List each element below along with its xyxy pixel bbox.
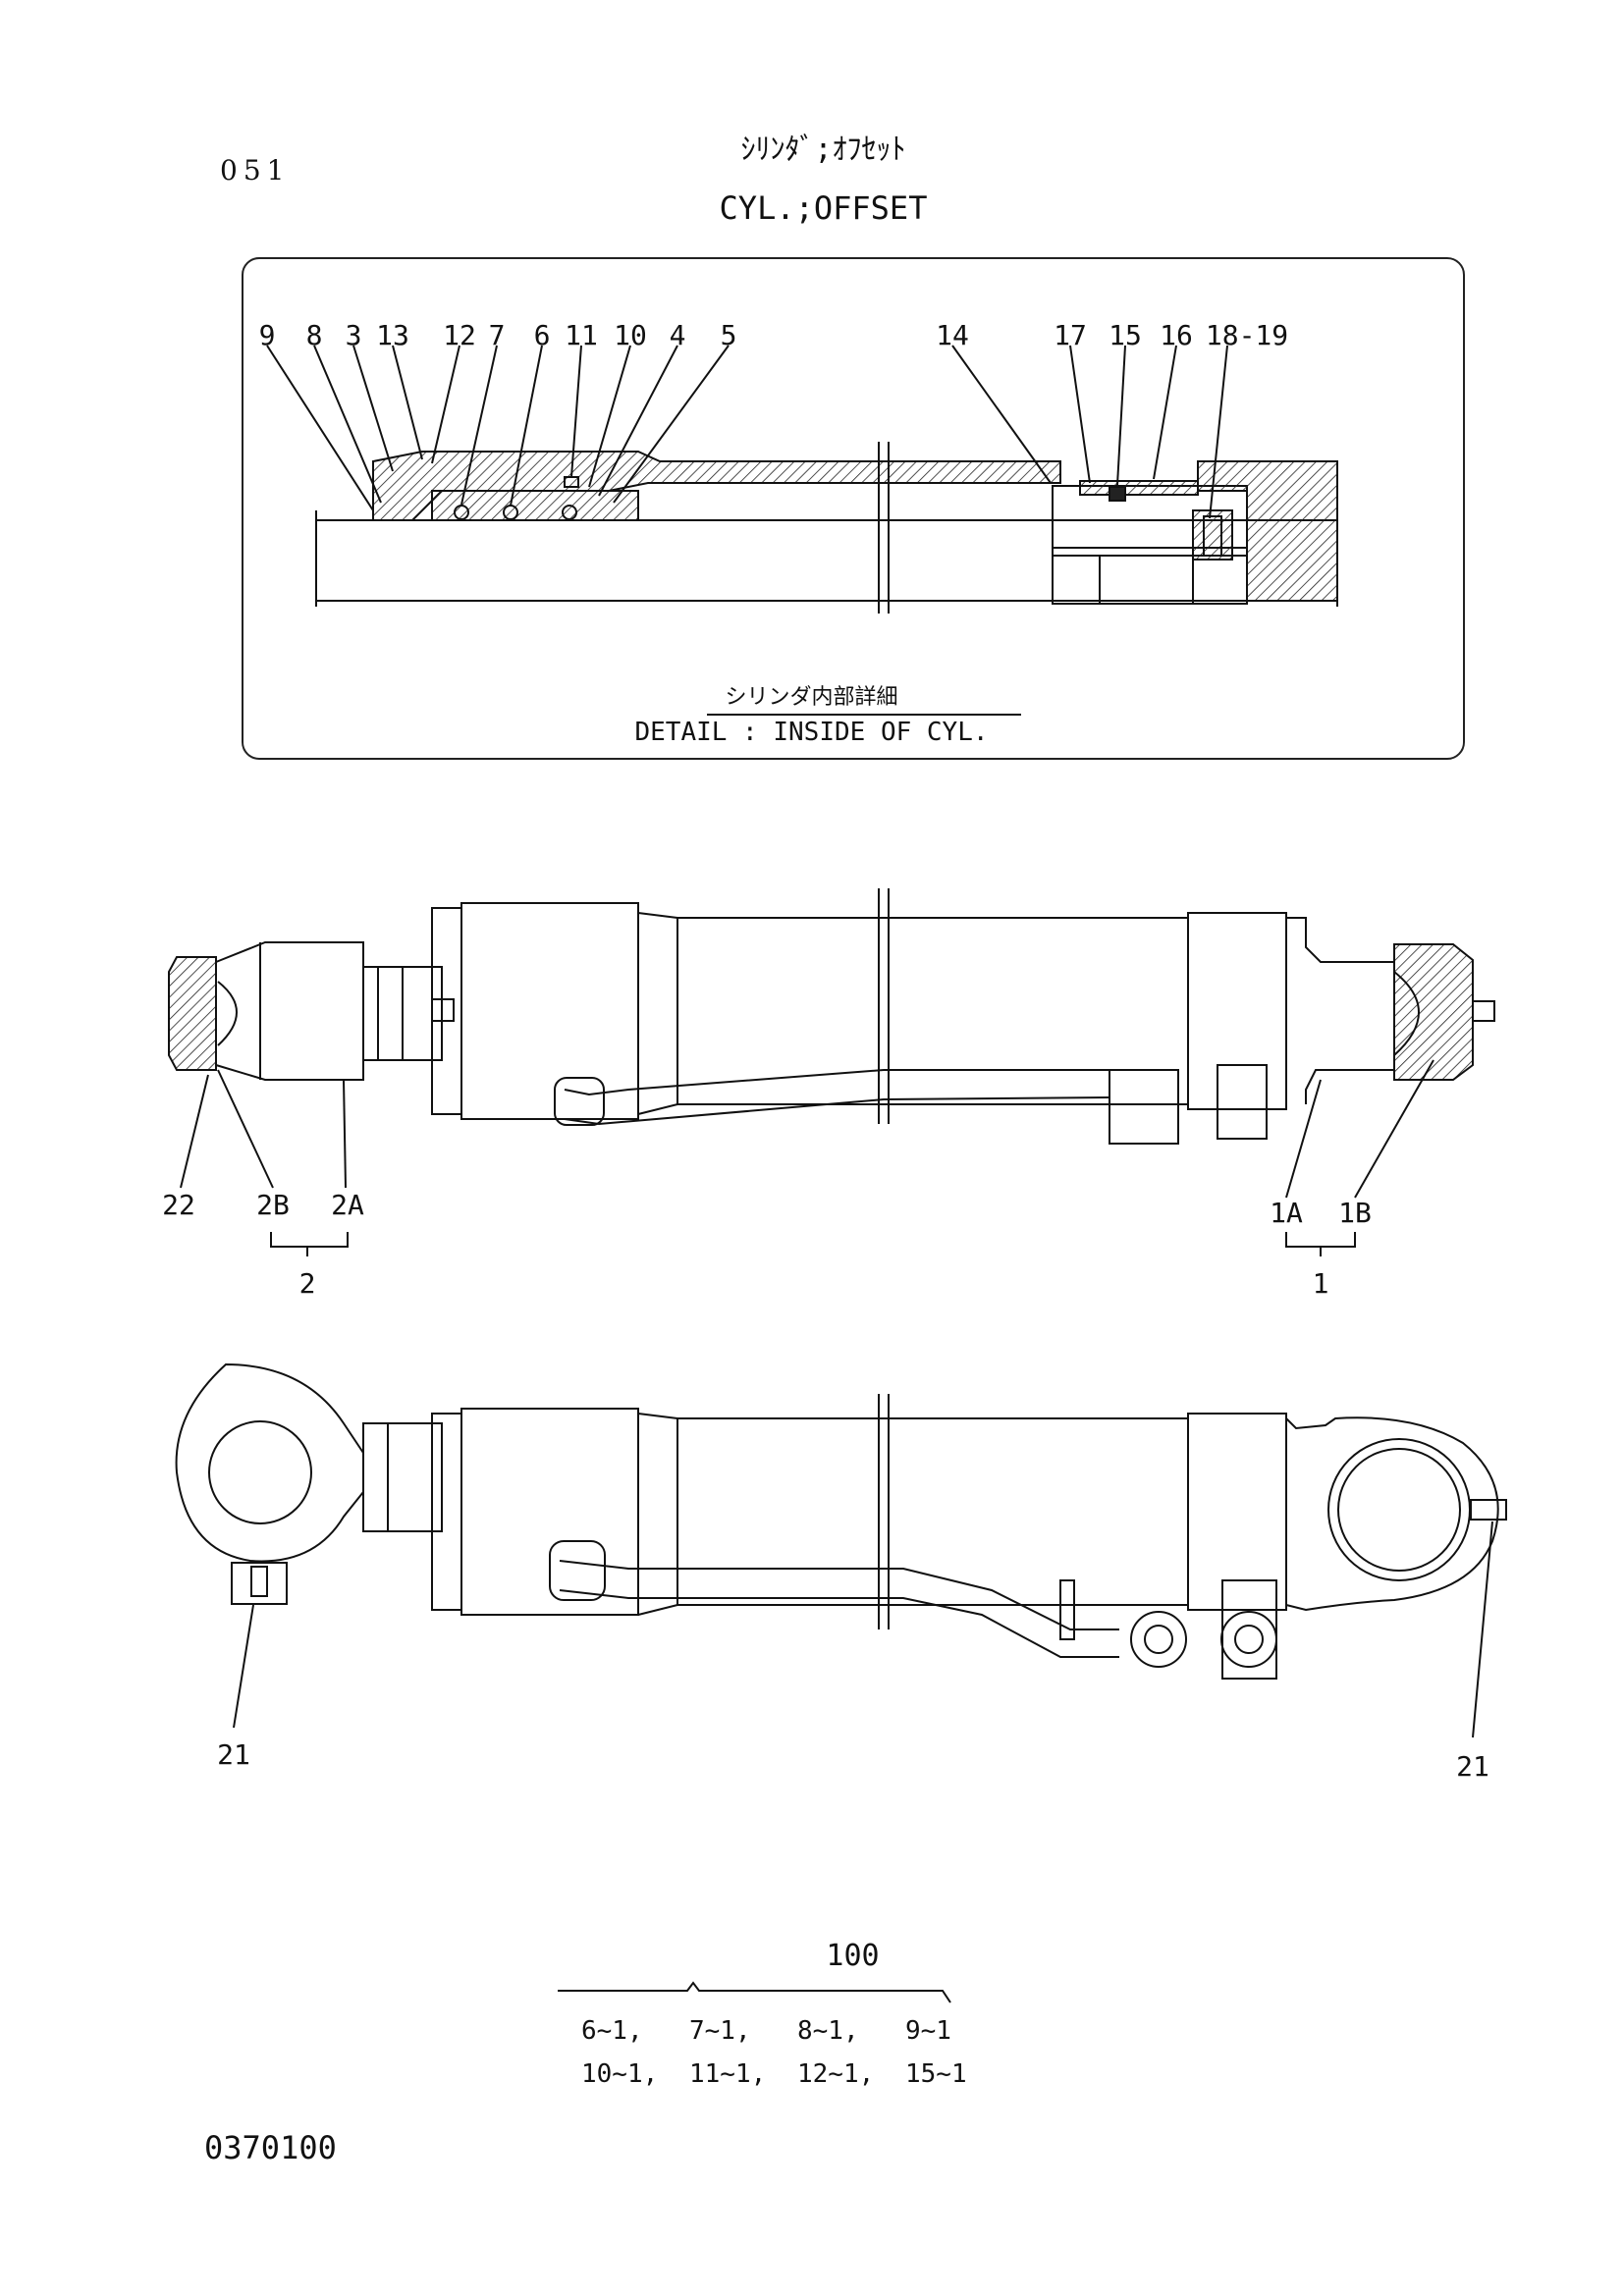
callout-1a: 1A	[1270, 1197, 1303, 1229]
detail-frame	[242, 257, 1465, 760]
seal-kit-row-2: 10~1, 11~1, 12~1, 15~1	[581, 2061, 1013, 2087]
kit-item: 6~1,	[581, 2016, 643, 2046]
callout-1: 1	[1312, 1267, 1329, 1300]
callout-4: 4	[669, 319, 686, 351]
detail-caption-english: DETAIL : INSIDE OF CYL.	[634, 718, 989, 747]
seal-kit-row-1: 6~1, 7~1, 8~1, 9~1	[581, 2018, 1013, 2044]
kit-item: 11~1,	[689, 2059, 767, 2089]
title-english: CYL.;OFFSET	[719, 189, 928, 227]
callout-14: 14	[936, 319, 969, 351]
callout-13: 13	[376, 319, 409, 351]
page-number: 051	[220, 154, 291, 187]
cylinder-top-view	[175, 1362, 1507, 1738]
callout-5: 5	[720, 319, 737, 351]
kit-item: 12~1,	[797, 2059, 875, 2089]
callout-2a: 2A	[331, 1189, 364, 1221]
callout-17: 17	[1054, 319, 1087, 351]
kit-item: 7~1,	[689, 2016, 751, 2046]
kit-item: 9~1	[905, 2016, 951, 2046]
drawing-code: 0370100	[204, 2129, 337, 2166]
callout-10: 10	[614, 319, 647, 351]
callout-16: 16	[1160, 319, 1193, 351]
callout-22: 22	[162, 1189, 195, 1221]
callout-2b: 2B	[256, 1189, 290, 1221]
callout-21-left: 21	[217, 1738, 250, 1771]
title-japanese: ｼﾘﾝﾀﾞ;ｵﾌｾｯﾄ	[740, 133, 906, 167]
kit-item: 8~1,	[797, 2016, 859, 2046]
callout-2: 2	[298, 1267, 316, 1300]
seal-kit-number: 100	[826, 1939, 880, 1973]
callout-15: 15	[1109, 319, 1142, 351]
callout-21-right: 21	[1456, 1750, 1489, 1783]
callout-3: 3	[345, 319, 362, 351]
callout-6: 6	[533, 319, 551, 351]
callout-11: 11	[565, 319, 598, 351]
callout-18-19: 18-19	[1205, 319, 1289, 351]
callout-12: 12	[443, 319, 476, 351]
detail-section-view	[266, 345, 1338, 614]
callout-7: 7	[488, 319, 506, 351]
kit-item: 10~1,	[581, 2059, 659, 2089]
detail-caption-japanese: シリンダ内部詳細	[725, 685, 898, 710]
kit-item: 15~1	[905, 2059, 967, 2089]
callout-1b: 1B	[1338, 1197, 1372, 1229]
cylinder-side-view	[168, 888, 1495, 1256]
callout-9: 9	[258, 319, 276, 351]
callout-8: 8	[305, 319, 323, 351]
